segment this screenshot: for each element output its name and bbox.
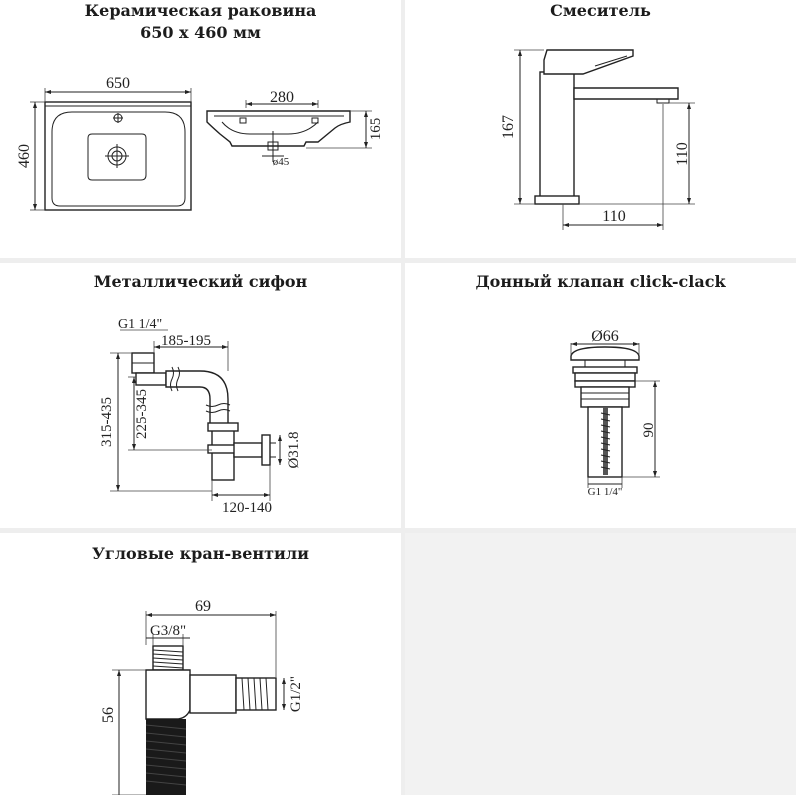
sink-drawing: 650 460 280 165 ø45 [16, 75, 384, 211]
siphon-total-height-label: 315-435 [99, 397, 115, 447]
sink-title-line1: Керамическая раковина [84, 1, 317, 20]
divider-row2 [0, 528, 796, 533]
siphon-pipe [165, 370, 229, 429]
sink-drain-label: ø45 [273, 156, 290, 168]
sink-panel: Керамическая раковина 650 x 460 мм 650 4… [0, 0, 401, 258]
mixer-height-label: 167 [500, 115, 517, 139]
empty-panel [405, 533, 796, 795]
divider-vertical [401, 0, 405, 795]
sink-side-profile [206, 110, 351, 147]
siphon-thread-label: G1 1/4" [118, 317, 162, 332]
valve-cap [570, 346, 640, 361]
angle-valve-title: Угловые кран-вентили [91, 544, 310, 563]
siphon-outlet [233, 442, 263, 458]
angle-valve-arm [189, 674, 237, 714]
mixer-drawing: 167 110 110 [500, 49, 695, 230]
sink-height-label: 460 [16, 144, 33, 168]
sink-title-line2: 650 x 460 мм [140, 23, 261, 42]
angle-valve-height-label: 56 [100, 707, 117, 723]
divider-row1 [0, 258, 796, 263]
angle-valve-top-thread-label: G3/8" [150, 623, 186, 639]
sink-depth-label: 165 [368, 118, 384, 141]
sink-title: Керамическая раковина 650 x 460 мм [0, 0, 401, 44]
valve-body [580, 386, 630, 408]
siphon-body [211, 427, 235, 481]
mixer-body [539, 71, 575, 203]
angle-valve-drawing: 69 G3/8" G1/2" 56 [100, 598, 304, 795]
angle-valve-side-thread-label: G1/2" [288, 676, 304, 712]
siphon-title: Металлический сифон [93, 272, 308, 291]
mixer-spout [573, 87, 679, 100]
siphon-inner-height-label: 225-345 [134, 389, 150, 439]
valve-diameter-label: Ø66 [591, 328, 619, 345]
angle-valve-panel: Угловые кран-вентили 69 G3/8" G1/2" [0, 533, 401, 795]
mixer-reach-label: 110 [602, 208, 625, 225]
valve-height-label: 90 [641, 423, 657, 438]
angle-valve-body [145, 669, 191, 720]
siphon-outlet-label: Ø31.8 [286, 431, 302, 468]
mixer-title: Смеситель [550, 1, 651, 20]
angle-valve-length-label: 69 [195, 598, 211, 615]
sink-width-label: 650 [106, 75, 130, 92]
siphon-bottom-label: 120-140 [222, 500, 272, 516]
valve-title: Донный клапан click-clack [475, 272, 726, 291]
siphon-horizontal-label: 185-195 [161, 333, 211, 349]
valve-thread-label: G1 1/4" [588, 486, 623, 498]
sink-bowl-label: 280 [270, 89, 294, 106]
mixer-panel: Смеситель 167 110 110 [405, 0, 796, 258]
angle-valve-handle [146, 719, 186, 795]
mixer-spout-height-label: 110 [674, 142, 691, 165]
siphon-drawing: G1 1/4" 185-195 315-435 225-345 Ø31.8 12 [99, 317, 302, 516]
valve-panel: Донный клапан click-clack Ø66 90 [405, 263, 796, 528]
mixer-handle [543, 49, 634, 75]
siphon-panel: Металлический сифон G1 1/4" 185-195 [0, 263, 401, 528]
valve-drawing: Ø66 90 G1 1/4" [570, 328, 660, 498]
